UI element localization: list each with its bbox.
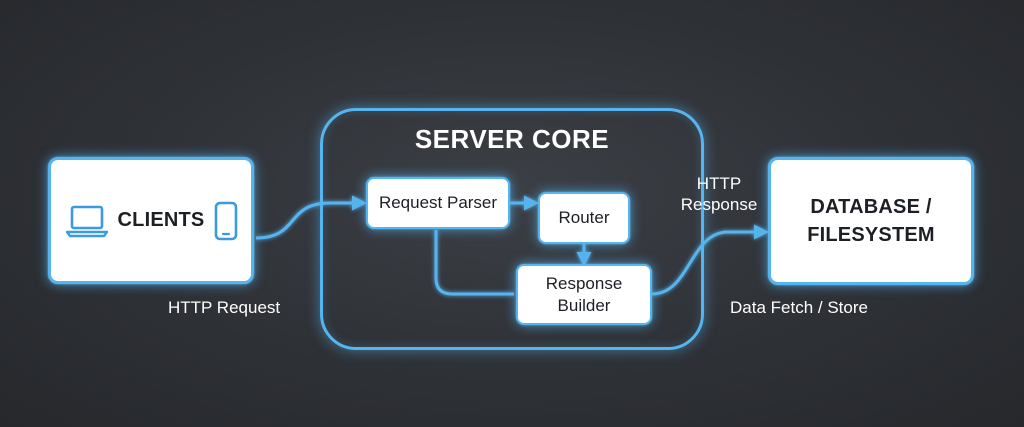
request-parser-node: Request Parser — [366, 177, 510, 229]
database-filesystem-node: DATABASE / FILESYSTEM — [768, 157, 974, 285]
response-builder-node: Response Builder — [516, 264, 652, 325]
laptop-icon — [65, 205, 109, 237]
http-response-label: HTTP Response — [676, 173, 762, 215]
http-request-label: HTTP Request — [168, 298, 281, 317]
request-parser-label: Request Parser — [378, 193, 498, 212]
http-response-label-line2: Response — [680, 195, 758, 214]
smartphone-icon — [214, 201, 238, 240]
arrow-builder-to-database — [651, 224, 769, 296]
clients-node: CLIENTS — [48, 157, 254, 284]
http-response-label-line1: HTTP — [696, 174, 742, 193]
database-label-line1: DATABASE / — [810, 196, 932, 218]
line-parser-to-builder — [434, 230, 514, 296]
data-fetch-store-label: Data Fetch / Store — [730, 298, 868, 317]
arrow-clients-to-parser — [255, 195, 367, 240]
response-builder-label-line1: Response — [545, 273, 623, 293]
database-label-line2: FILESYSTEM — [807, 224, 935, 246]
server-core-title: SERVER CORE — [414, 124, 610, 154]
router-label: Router — [558, 208, 610, 227]
response-builder-label-line2: Builder — [557, 295, 611, 315]
clients-label: CLIENTS — [117, 209, 205, 231]
server-core-container — [320, 108, 704, 350]
router-node: Router — [538, 192, 630, 244]
